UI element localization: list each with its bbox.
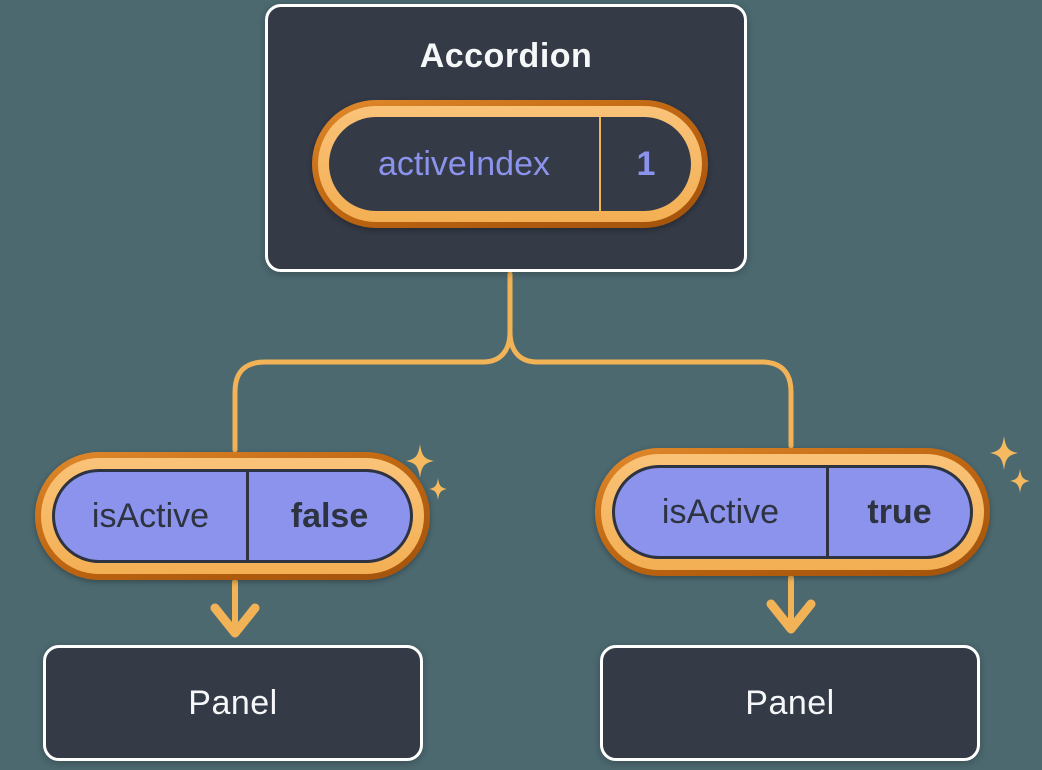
prop-name: isActive	[661, 492, 780, 531]
sparkle-icon-right	[990, 436, 1030, 493]
prop-pill-highlight-ring: isActive true	[601, 454, 984, 570]
arrow-down-right	[766, 575, 816, 634]
state-name: activeIndex	[378, 144, 550, 183]
state-pill-active-index: activeIndex 1	[312, 100, 708, 228]
component-title: Panel	[745, 683, 835, 722]
state-pill-highlight-ring: activeIndex 1	[318, 106, 702, 222]
arrow-down-left	[210, 579, 260, 638]
component-title: Panel	[188, 683, 278, 722]
component-title: Accordion	[419, 37, 593, 75]
prop-value: true	[867, 492, 932, 531]
panel-component-card-left: Panel	[43, 645, 423, 761]
prop-name: isActive	[91, 496, 210, 535]
prop-pill-is-active-true: isActive true	[595, 448, 990, 576]
prop-value: false	[290, 496, 369, 535]
prop-pill-is-active-false: isActive false	[35, 452, 430, 580]
state-value: 1	[636, 144, 656, 183]
tree-connector	[232, 271, 794, 453]
panel-component-card-right: Panel	[600, 645, 980, 761]
prop-pill-highlight-ring: isActive false	[41, 458, 424, 574]
